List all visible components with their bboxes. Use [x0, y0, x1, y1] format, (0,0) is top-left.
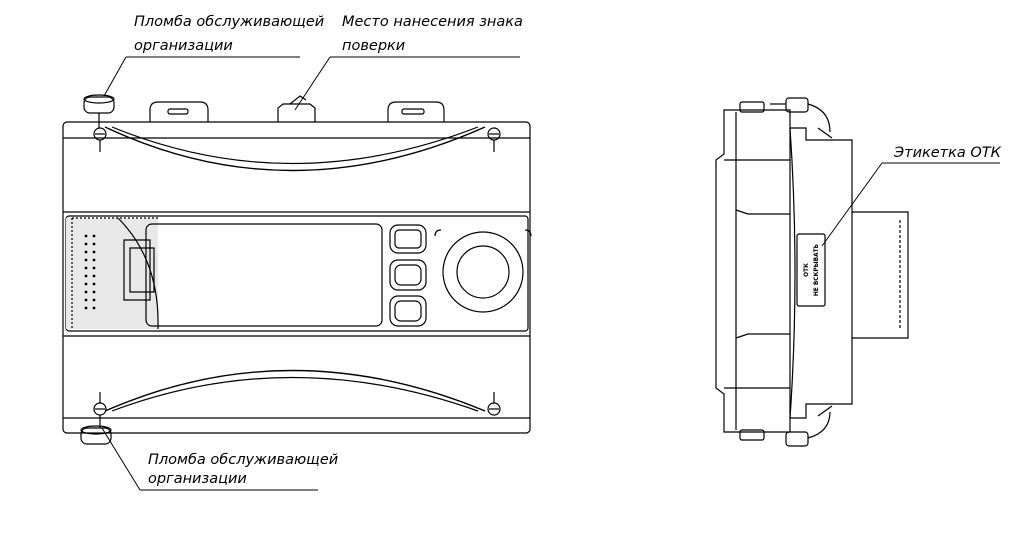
callout-verification-line1: Место нанесения знака: [342, 14, 523, 30]
lower-cover-arc: [104, 369, 486, 412]
top-din-clips: [149, 95, 445, 122]
corner-screws: [93, 127, 501, 416]
side-view: [715, 97, 909, 447]
callout-seal-top: Пломба обслуживающей организации: [134, 14, 324, 54]
side-seal-top-icon: [739, 97, 833, 139]
callout-seal-bottom-line1: Пломба обслуживающей: [148, 452, 338, 468]
sticker-line2: НЕ ВСКРЫВАТЬ: [812, 243, 820, 296]
display-window: [145, 223, 383, 327]
callout-seal-top-line1: Пломба обслуживающей: [134, 14, 324, 30]
callout-seal-top-line2: организации: [134, 38, 233, 54]
side-seal-bottom-icon: [739, 405, 833, 447]
callout-otk-label: Этикетка ОТК: [893, 145, 1002, 161]
button-up: [389, 259, 427, 291]
seal-top-icon: [83, 94, 115, 128]
callout-seal-bottom-line2: организации: [148, 471, 247, 487]
callout-verification-mark: Место нанесения знака поверки: [342, 14, 523, 54]
encoder-dial: [442, 231, 524, 313]
callout-verification-line2: поверки: [342, 38, 405, 54]
terminal-dots: [84, 234, 96, 310]
button-esc: [389, 224, 427, 254]
callout-leaders: [101, 56, 1000, 491]
housing-outline: [62, 121, 531, 434]
otk-sticker: [796, 233, 826, 307]
front-view: [62, 94, 532, 445]
button-down: [389, 295, 427, 327]
callout-seal-bottom: Пломба обслуживающей организации: [148, 452, 338, 487]
seal-bottom-icon: [80, 415, 112, 445]
upper-cover-arc: [104, 126, 486, 172]
side-profile: [715, 109, 909, 433]
front-panel: [65, 215, 532, 332]
callout-otk-line1: Этикетка ОТК: [893, 145, 1002, 161]
sticker-line1: ОТК: [802, 263, 810, 277]
